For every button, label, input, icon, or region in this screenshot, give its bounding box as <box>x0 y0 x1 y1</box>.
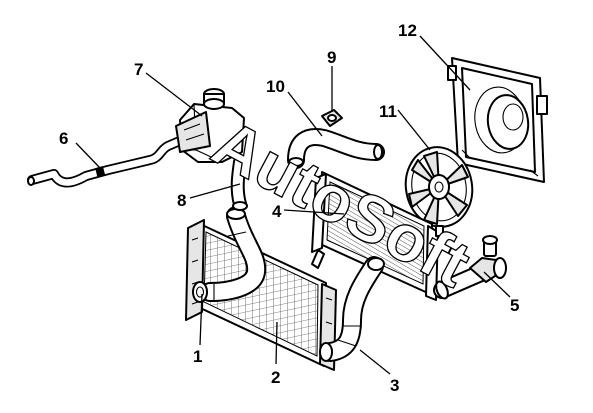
expansion-tank-pipe <box>27 135 187 188</box>
leader-2 <box>275 321 278 365</box>
leader-3 <box>359 349 391 375</box>
fan-shroud <box>447 57 548 183</box>
leader-11 <box>397 109 431 151</box>
callout-11: 11 <box>379 102 397 121</box>
leader-10 <box>287 91 323 137</box>
leader-6 <box>75 142 101 169</box>
lower-radiator-hose <box>319 256 385 362</box>
leader-12 <box>419 35 471 91</box>
callout-1: 1 <box>193 347 202 366</box>
callout-7: 7 <box>134 60 143 79</box>
callout-9: 9 <box>327 48 336 67</box>
leader-5 <box>483 271 511 298</box>
callout-3: 3 <box>390 376 399 395</box>
upper-hose <box>287 128 385 169</box>
leader-lines <box>75 35 511 375</box>
expansion-tank <box>175 88 245 163</box>
leader-4 <box>283 209 345 215</box>
callout-10: 10 <box>266 77 285 96</box>
callout-2: 2 <box>271 368 280 387</box>
cooling-fan <box>404 146 474 228</box>
leader-8 <box>189 183 241 199</box>
callout-8: 8 <box>177 191 186 210</box>
leader-1 <box>199 293 203 346</box>
callout-4: 4 <box>272 202 282 221</box>
callout-labels: 1 2 3 4 5 6 7 8 9 10 11 12 <box>59 21 519 395</box>
callout-5: 5 <box>510 296 519 315</box>
callout-12: 12 <box>398 21 417 40</box>
intercooler-hose <box>192 206 267 303</box>
callout-6: 6 <box>59 129 68 148</box>
tank-outlet-hose <box>230 155 248 211</box>
hose-clip <box>321 109 343 127</box>
thermostat-housing <box>433 235 507 300</box>
radiator <box>311 171 444 301</box>
leader-7 <box>145 72 203 117</box>
